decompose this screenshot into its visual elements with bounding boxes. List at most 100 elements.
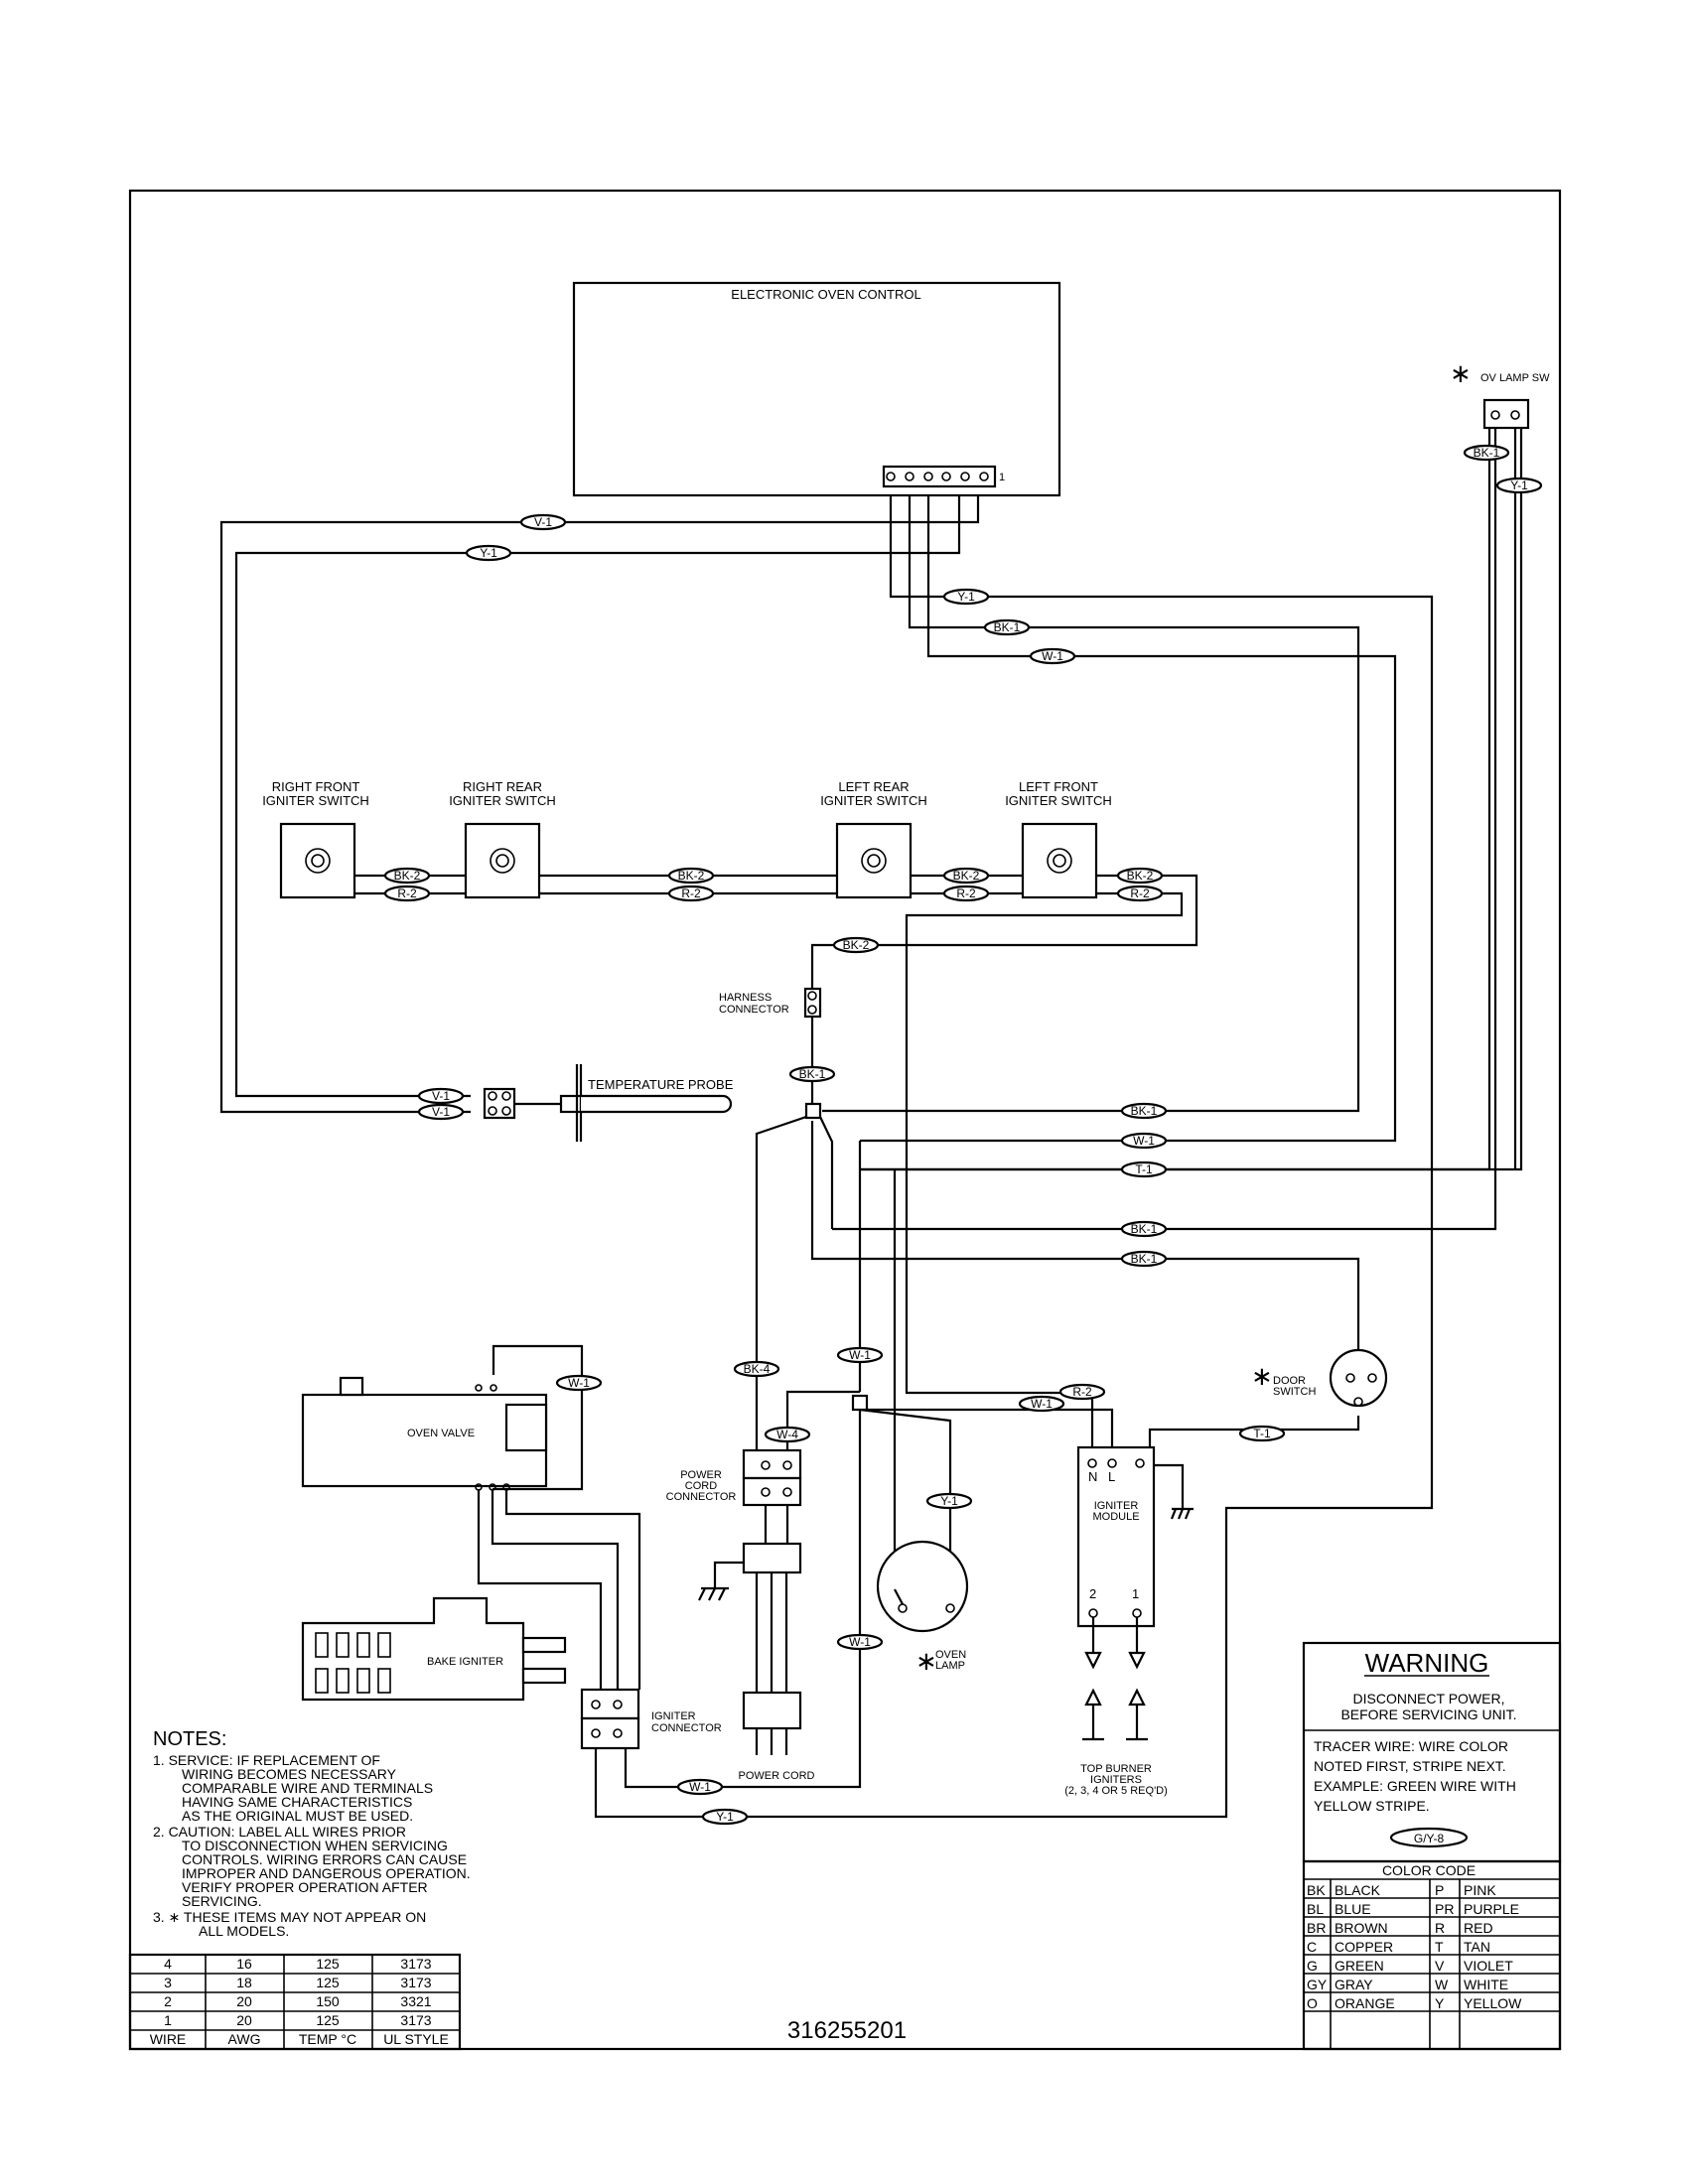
module-terminal-1: 1 <box>1132 1586 1139 1601</box>
wire-tag-label: BK-1 <box>1131 1252 1158 1266</box>
wire-tag: T-1 <box>1238 1425 1286 1442</box>
module-terminal-2: 2 <box>1089 1586 1096 1601</box>
wire-table-cell: 1 <box>164 2012 172 2028</box>
note-line: COMPARABLE WIRE AND TERMINALS <box>182 1780 433 1796</box>
wire-table-cell: 18 <box>236 1975 252 1990</box>
igniter-module-label: MODULE <box>1092 1511 1139 1523</box>
notes-title: NOTES: <box>153 1728 226 1750</box>
wire-junction <box>804 1102 822 1120</box>
wire-tag-label: Y-1 <box>1510 478 1528 492</box>
top-burner-igniters-label: (2, 3, 4 OR 5 REQ'D) <box>1064 1785 1168 1797</box>
color-code-cell: BROWN <box>1335 1920 1388 1936</box>
wire-tag-label: W-4 <box>776 1428 798 1441</box>
color-code-cell: C <box>1307 1939 1317 1955</box>
drawing-border <box>128 189 1562 2051</box>
wire-tag-label: R-2 <box>681 887 701 900</box>
wire-table-header: AWG <box>228 2031 261 2047</box>
example-tag <box>1389 1827 1469 1848</box>
wire-tag-label: Y-1 <box>716 1810 734 1824</box>
example-tag-label: G/Y-8 <box>1414 1832 1445 1845</box>
oven-lamp: ∗ OVEN LAMP <box>876 1540 969 1676</box>
igniter-switch-label: LEFT REAR <box>838 779 909 794</box>
note-line: 2. CAUTION: LABEL ALL WIRES PRIOR <box>153 1824 406 1840</box>
wire-tag: W-1 <box>555 1374 603 1392</box>
wire-table-cell: 3173 <box>400 1956 431 1972</box>
wire-tag-label: V-1 <box>432 1105 450 1119</box>
oven-control-label: ELECTRONIC OVEN CONTROL <box>731 287 920 302</box>
wire-tag-label: R-2 <box>397 887 417 900</box>
igniter-switch-label: IGNITER SWITCH <box>1005 793 1112 808</box>
wire-tag: W-4 <box>764 1426 811 1443</box>
color-code-cell: BL <box>1307 1901 1324 1917</box>
igniter-switch-label: IGNITER SWITCH <box>262 793 369 808</box>
tracer-line: YELLOW STRIPE. <box>1314 1798 1430 1814</box>
wire-tag-label: W-1 <box>849 1635 871 1649</box>
wire-tag-label: Y-1 <box>940 1494 958 1508</box>
wire-tag: R-2 <box>1058 1383 1106 1401</box>
lamp-switch-asterisk: ∗ <box>1450 358 1472 388</box>
module-terminal-l: L <box>1108 1469 1115 1484</box>
color-code-cell: WHITE <box>1464 1977 1508 1992</box>
wire-tag-label: W-1 <box>849 1348 871 1362</box>
wire-tag-label: V-1 <box>432 1089 450 1103</box>
temperature-probe: TEMPERATURE PROBE <box>483 1064 734 1142</box>
oven-valve: OVEN VALVE <box>301 1376 548 1491</box>
note-line: HAVING SAME CHARACTERISTICS <box>182 1794 412 1810</box>
wire-tag: BK-1 <box>788 1065 836 1083</box>
wire-tag: Y-1 <box>1495 477 1543 494</box>
oven-lamp-label: OVEN <box>935 1649 966 1661</box>
wire-junction <box>851 1394 869 1412</box>
igniter-switch-label: IGNITER SWITCH <box>449 793 556 808</box>
wire-tag: W-1 <box>1018 1395 1065 1413</box>
module-terminal-n: N <box>1088 1469 1097 1484</box>
wire-table-cell: 16 <box>236 1956 252 1972</box>
oven-lamp-asterisk: ∗ <box>915 1646 937 1676</box>
wire-tag: Y-1 <box>942 588 990 606</box>
wire-tag: BK-1 <box>1120 1220 1168 1238</box>
color-code-cell: BR <box>1307 1920 1326 1936</box>
wire-table-cell: 3173 <box>400 1975 431 1990</box>
color-code-cell: O <box>1307 1995 1318 2011</box>
wire-table-cell: 2 <box>164 1993 172 2009</box>
wire-tag-label: BK-1 <box>994 620 1021 634</box>
wire-tag-label: W-1 <box>1031 1397 1053 1411</box>
harness-connector-label: CONNECTOR <box>719 1004 789 1016</box>
warning-line: BEFORE SERVICING UNIT. <box>1340 1706 1516 1722</box>
electronic-oven-control: ELECTRONIC OVEN CONTROL 1 <box>572 281 1061 497</box>
wire-tag: W-1 <box>836 1633 884 1651</box>
wire-table-cell: 125 <box>316 1956 340 1972</box>
wire-tag: W-1 <box>676 1778 724 1796</box>
igniter-switch-label: RIGHT FRONT <box>272 779 360 794</box>
wire-table-cell: 3 <box>164 1975 172 1990</box>
wire-tag-label: W-1 <box>1133 1134 1155 1148</box>
wire-tag-label: BK-2 <box>843 938 870 952</box>
wire-tag-label: BK-2 <box>394 869 421 883</box>
color-code-cell: PINK <box>1464 1882 1496 1898</box>
igniter-switch-label: LEFT FRONT <box>1019 779 1098 794</box>
color-code-cell: BLACK <box>1335 1882 1381 1898</box>
color-code-title: COLOR CODE <box>1382 1862 1476 1878</box>
door-switch-label: SWITCH <box>1273 1386 1316 1398</box>
tracer-line: EXAMPLE: GREEN WIRE WITH <box>1314 1778 1516 1794</box>
color-code-cell: V <box>1435 1958 1445 1974</box>
igniter-switch-label: RIGHT REAR <box>463 779 542 794</box>
tracer-line: NOTED FIRST, STRIPE NEXT. <box>1314 1758 1506 1774</box>
note-line: 1. SERVICE: IF REPLACEMENT OF <box>153 1752 380 1768</box>
note-line: CONTROLS. WIRING ERRORS CAN CAUSE <box>182 1851 467 1867</box>
bake-igniter: BAKE IGNITER <box>301 1596 567 1702</box>
color-code-cell: R <box>1435 1920 1445 1936</box>
note-line: SERVICING. <box>182 1893 262 1909</box>
wire-table-cell: 125 <box>316 1975 340 1990</box>
color-code-cell: GRAY <box>1335 1977 1373 1992</box>
wire-tag: Y-1 <box>925 1492 973 1510</box>
wire-tag-label: Y-1 <box>957 590 975 604</box>
wire-tag: W-1 <box>1120 1132 1168 1150</box>
wire-tag: Y-1 <box>465 544 512 562</box>
igniter-module-label: IGNITER <box>1094 1500 1139 1512</box>
wire-tag: R-2 <box>667 885 715 902</box>
wire-tag: BK-1 <box>1463 444 1510 462</box>
note-line: 3. ∗ THESE ITEMS MAY NOT APPEAR ON <box>153 1909 426 1925</box>
wire-tag: BK-2 <box>667 867 715 885</box>
